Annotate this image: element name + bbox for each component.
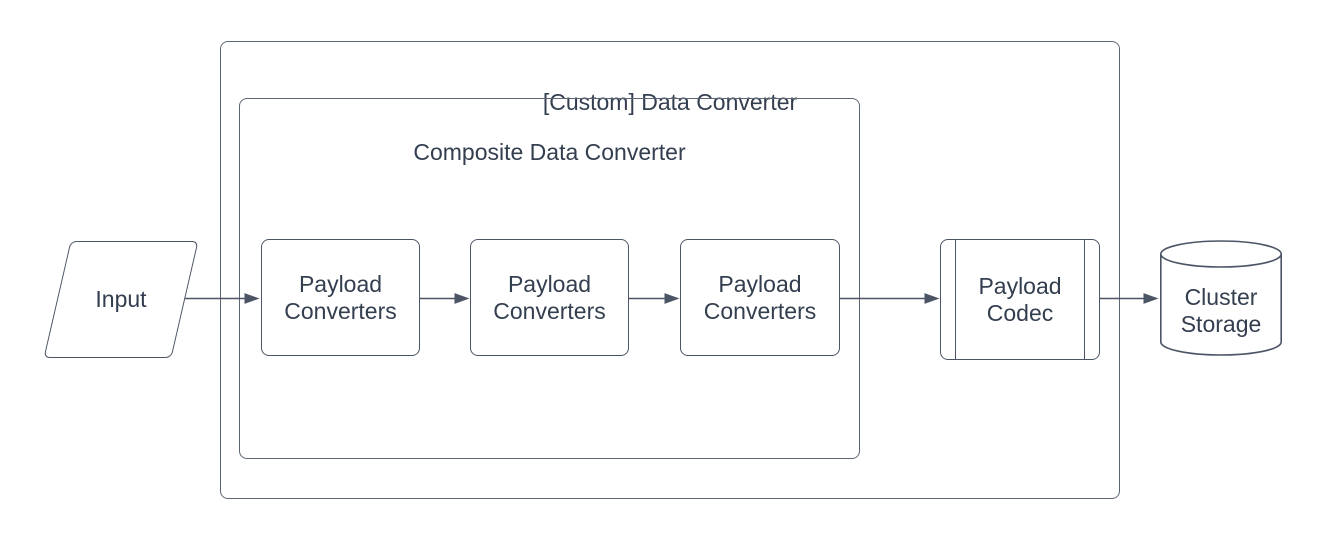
payload-codec-right-bar	[1084, 240, 1085, 359]
payload-codec-label: Payload Codec	[978, 272, 1062, 326]
input-node-label: Input	[95, 286, 147, 312]
cylinder-top-rim	[1160, 240, 1282, 268]
cluster-storage-node: Cluster Storage	[1160, 240, 1282, 356]
cylinder-shape	[1160, 240, 1282, 356]
payload-converters-node-2: Payload Converters	[470, 239, 629, 356]
payload-codec-node: Payload Codec	[940, 239, 1100, 360]
custom-data-converter-container: [Custom] Data Converter	[220, 41, 1120, 499]
custom-data-converter-title: [Custom] Data Converter	[542, 89, 798, 115]
cluster-storage-label: Cluster Storage	[1180, 283, 1262, 337]
composite-data-converter-container: Composite Data Converter	[239, 98, 860, 459]
payload-codec-left-bar	[955, 240, 956, 359]
payload-converters-node-3: Payload Converters	[680, 239, 840, 356]
payload-converters-label-1: Payload Converters	[284, 270, 397, 324]
payload-converters-label-3: Payload Converters	[703, 270, 817, 324]
composite-data-converter-title: Composite Data Converter	[413, 139, 686, 165]
payload-converters-node-1: Payload Converters	[261, 239, 420, 356]
cylinder-body	[1160, 254, 1282, 356]
payload-converters-label-2: Payload Converters	[493, 270, 606, 324]
